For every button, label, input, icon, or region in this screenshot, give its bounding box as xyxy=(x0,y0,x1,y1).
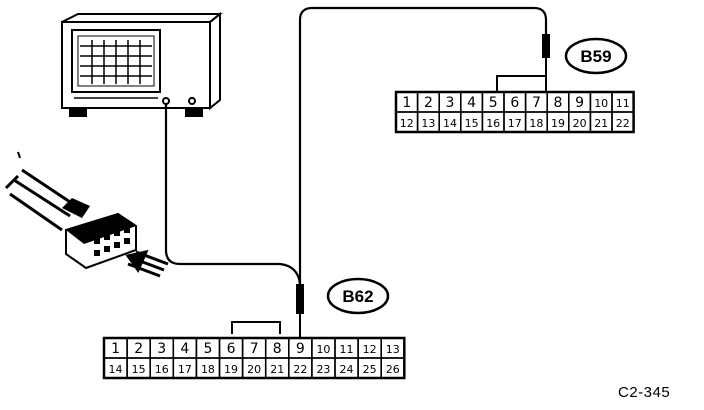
b62-pin-number: 2 xyxy=(134,341,143,357)
probe-b62-body xyxy=(296,284,304,314)
b59-pin-number: 10 xyxy=(594,97,608,110)
b62-pin-number: 22 xyxy=(293,363,307,376)
b59-pin-number: 15 xyxy=(465,117,479,130)
b59-pin-number: 17 xyxy=(508,117,522,130)
b62-pin-number: 3 xyxy=(157,341,166,357)
b59-pin-number: 12 xyxy=(400,117,414,130)
b62-pin-number: 16 xyxy=(155,363,169,376)
b59-pin-number: 6 xyxy=(510,95,519,111)
b59-pin-number: 21 xyxy=(594,117,608,130)
b62-pin-cell xyxy=(380,357,406,379)
b59-jumper-wire xyxy=(496,75,546,92)
harness-connector-top xyxy=(66,214,136,244)
b59-pin-number: 9 xyxy=(575,95,584,111)
tester-device xyxy=(61,11,223,117)
b59-jumper xyxy=(496,75,546,92)
harness-mark xyxy=(17,151,21,159)
b62-pin-number: 7 xyxy=(250,341,259,357)
harness-connector xyxy=(4,151,169,278)
probe-b59 xyxy=(542,34,550,92)
b62-pin-number: 13 xyxy=(386,343,400,356)
b62-pin-number: 6 xyxy=(227,341,236,357)
harness-wire-end xyxy=(4,174,20,190)
b59-pin-number: 2 xyxy=(424,95,433,111)
b62-pin-number: 9 xyxy=(296,341,305,357)
b59-label: B59 xyxy=(580,47,611,66)
probe-b62 xyxy=(296,284,304,338)
b62-pin-number: 4 xyxy=(180,341,189,357)
b62-pin-number: 19 xyxy=(224,363,238,376)
tester-screen-grid xyxy=(80,40,152,84)
disconnect-arrow xyxy=(125,249,169,278)
tester-side-face xyxy=(209,11,221,111)
b59-pin-number: 5 xyxy=(489,95,498,111)
harness-boot xyxy=(62,198,90,218)
b62-label: B62 xyxy=(342,287,373,306)
b62-pin-number: 12 xyxy=(363,343,377,356)
b59-pin-number: 8 xyxy=(554,95,563,111)
b62-pin-number: 15 xyxy=(132,363,146,376)
b59-pin-number: 7 xyxy=(532,95,541,111)
b59-pin-number: 14 xyxy=(443,117,457,130)
b62-pin-number: 23 xyxy=(316,363,330,376)
b59-pin-number: 3 xyxy=(446,95,455,111)
b62-pin-number: 10 xyxy=(316,343,330,356)
tester-top-face xyxy=(61,13,223,23)
b59-pin-number: 4 xyxy=(467,95,476,111)
tester-terminal-left xyxy=(162,97,170,105)
tester-terminal-right xyxy=(188,97,196,105)
b62-label-badge: B62 xyxy=(326,277,390,315)
probe-b59-body xyxy=(542,34,550,58)
b59-pin-number: 22 xyxy=(616,117,630,130)
b62-pin-number: 25 xyxy=(363,363,377,376)
b59-pin-number: 19 xyxy=(551,117,565,130)
b59-label-badge: B59 xyxy=(564,37,628,75)
b59-pin-number: 11 xyxy=(616,97,630,110)
tester-foot-right xyxy=(185,107,203,117)
tester-front-face xyxy=(61,21,211,109)
harness-connector-cavities xyxy=(94,227,130,256)
b62-pin-number: 18 xyxy=(201,363,215,376)
b62-pin-number: 26 xyxy=(386,363,400,376)
b59-pin-number: 1 xyxy=(402,95,411,111)
b62-pin-number: 20 xyxy=(247,363,261,376)
tester-screen-inner xyxy=(77,35,155,87)
b62-pin-number: 5 xyxy=(203,341,212,357)
b59-pin-number: 13 xyxy=(421,117,435,130)
b62-pin-number: 8 xyxy=(273,341,282,357)
b59-pin-number: 16 xyxy=(486,117,500,130)
b62-pin-number: 14 xyxy=(109,363,123,376)
b62-pin-number: 1 xyxy=(111,341,120,357)
b62-pin-number: 21 xyxy=(270,363,284,376)
b62-jumper-bracket xyxy=(231,321,281,334)
b62-pin-number: 11 xyxy=(340,343,354,356)
b62-jumper xyxy=(231,321,281,334)
b62-pin-number: 17 xyxy=(178,363,192,376)
harness-wires xyxy=(9,168,77,232)
test-leads xyxy=(164,6,548,285)
tester-foot-left xyxy=(69,107,87,117)
tester-screen xyxy=(71,29,161,93)
figure-reference: C2-345 xyxy=(618,384,671,401)
b59-pin-number: 18 xyxy=(529,117,543,130)
b59-pin-cell xyxy=(611,111,635,133)
b59-pin-number: 20 xyxy=(573,117,587,130)
b62-pin-number: 24 xyxy=(340,363,354,376)
lead-tester-to-b62 xyxy=(164,104,302,285)
lead-b62-to-b59 xyxy=(298,6,548,284)
